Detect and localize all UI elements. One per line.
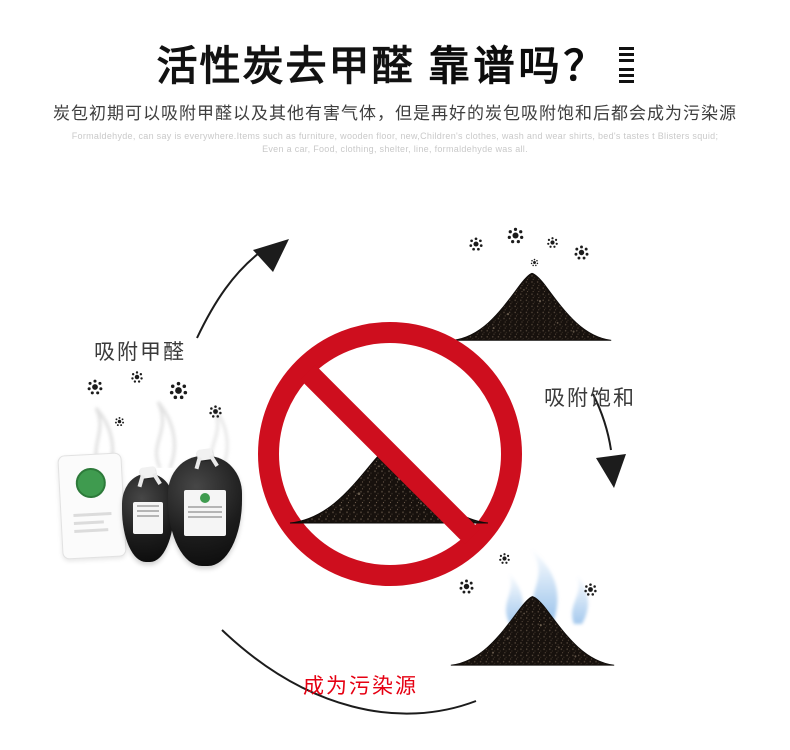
charcoal-pile-bottom (450, 596, 615, 666)
spore-icon (573, 244, 590, 261)
label-saturated: 吸附饱和 (544, 387, 636, 410)
english-caption-line1: Formaldehyde, can say is everywhere.Item… (71, 131, 719, 141)
no-entry-icon (258, 322, 522, 586)
label-pollution-source: 成为污染源 (303, 675, 418, 698)
arrow-right-icon (596, 454, 626, 488)
spore-icon (86, 378, 104, 396)
charcoal-bag-small (122, 465, 174, 562)
spore-icon (546, 236, 559, 249)
spore-icon (498, 552, 511, 565)
spore-icon (208, 404, 223, 419)
bag-label (184, 490, 226, 536)
spore-icon (114, 416, 125, 427)
arc-top (196, 252, 260, 339)
charcoal-pile-top (452, 272, 612, 341)
white-charcoal-pouch (57, 452, 127, 560)
bag-label (133, 502, 163, 534)
arrow-top-icon (253, 239, 289, 272)
charcoal-bag-large (168, 447, 242, 566)
label-adsorb-formaldehyde: 吸附甲醛 (94, 341, 186, 364)
title-main: 活性炭去甲醛 (156, 43, 415, 89)
green-logo-icon (75, 467, 107, 499)
lines-icon (618, 47, 634, 83)
title-accent: 靠谱吗？ (428, 43, 609, 89)
english-caption-line2: Even a car, Food, clothing, shelter, lin… (262, 144, 528, 154)
spore-icon (468, 236, 484, 252)
spore-icon (583, 582, 598, 597)
spore-icon (506, 226, 525, 245)
spore-icon (530, 258, 539, 267)
charcoal-bags-image (56, 370, 251, 575)
spore-icon (130, 370, 144, 384)
spore-icon (458, 578, 475, 595)
spore-icon (168, 380, 189, 401)
subtitle: 炭包初期可以吸附甲醛以及其他有害气体，但是再好的炭包吸附饱和后都会成为污染源 (53, 104, 737, 123)
bag-tie (139, 465, 157, 480)
bag-tie (196, 447, 214, 462)
page-title: 活性炭去甲醛 靠谱吗？ (0, 32, 790, 92)
